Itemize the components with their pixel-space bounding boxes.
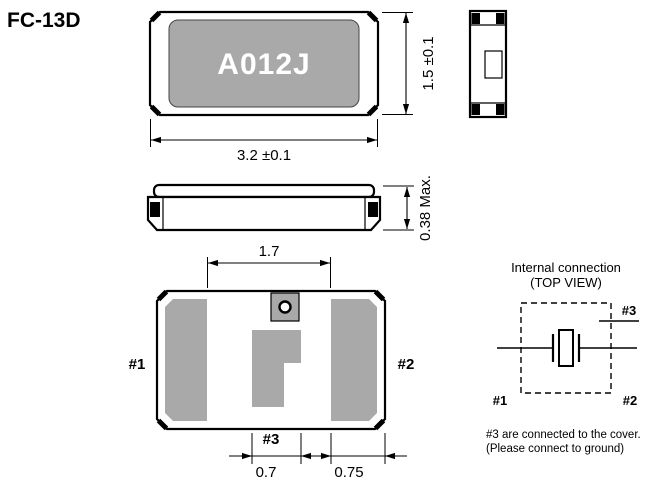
thickness-dimension-label: 0.38 Max. [417,175,434,241]
pad3-width-dimension: 0.7 [229,433,324,481]
pad-width-dimension-label: 0.75 [334,464,363,481]
footnote-line2: (Please connect to ground) [486,443,624,455]
end-view-terminal [471,13,480,24]
width-dimension-label: 3.2 ±0.1 [237,147,291,164]
footnote: #3 are connected to the cover. (Please c… [486,429,641,455]
end-view-terminal [496,104,505,115]
pad-width-dimension: 0.75 [309,433,407,481]
footnote-line1: #3 are connected to the cover. [486,429,641,441]
side-view-terminal [150,202,160,217]
corner-castellation-mark [149,104,162,117]
side-view-terminal [368,202,378,217]
height-dimension-label: 1.5 ±0.1 [420,36,437,90]
pad3-width-dimension-label: 0.7 [256,464,277,481]
bottom-view: #1 #2 #3 [129,289,415,448]
top-view: A012J [148,10,380,117]
corner-castellation-mark [156,289,169,302]
internal-connection-subtitle: (TOP VIEW) [530,275,602,290]
corner-castellation-mark [366,104,379,117]
end-view-outline [468,9,508,119]
side-view-base [146,195,382,232]
end-view-terminal [471,104,480,115]
pad-gap-dimension: 1.7 [207,243,331,288]
pad-1 [165,299,207,421]
side-view-lid [152,183,376,199]
mount-pad [270,292,300,322]
end-view-terminal [496,13,505,24]
internal-connection: Internal connection (TOP VIEW) #3 #1 #2 [493,260,639,408]
pad1-label: #1 [129,356,146,373]
thickness-dimension: 0.38 Max. [383,175,434,241]
corner-castellation-mark [366,10,379,23]
mount-hole [278,300,292,314]
crystal-symbol [558,329,574,367]
height-dimension: 1.5 ±0.1 [382,12,437,115]
end-view [468,9,508,119]
end-view-inner-detail [484,50,503,79]
pad3-label: #3 [263,431,280,448]
top-view-metal-lid [168,19,360,108]
part-number-label: A012J [217,48,310,81]
width-dimension: 3.2 ±0.1 [150,119,378,164]
corner-castellation-mark [373,418,386,431]
internal-connection-title: Internal connection [511,260,621,275]
pin2-label: #2 [623,393,637,408]
pin3-label: #3 [622,303,636,318]
corner-castellation-mark [149,10,162,23]
pad-3 [252,330,301,407]
corner-castellation-mark [373,289,386,302]
pad-gap-dimension-label: 1.7 [259,243,280,260]
corner-castellation-mark [156,418,169,431]
pin1-label: #1 [493,393,507,408]
page-title: FC-13D [7,9,81,32]
pad-2 [331,299,377,421]
side-view [146,183,382,232]
pad2-label: #2 [398,356,415,373]
